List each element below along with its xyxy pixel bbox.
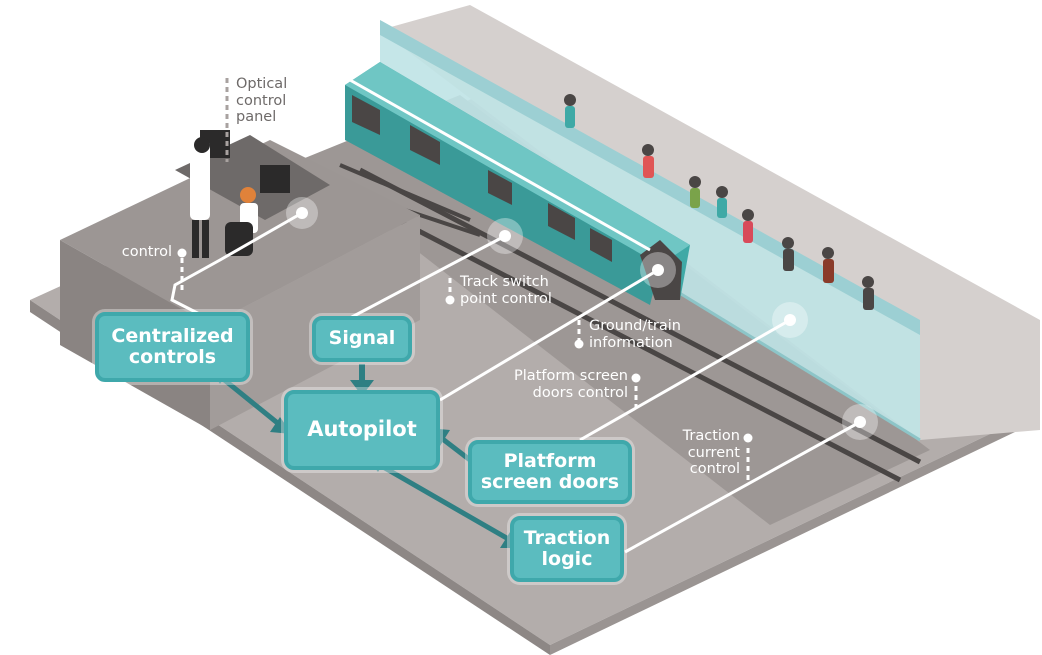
- platform-doors-control-label: Platform screen doors control: [496, 368, 628, 401]
- traction-current-line3: control: [689, 461, 740, 478]
- line-ground-train: [439, 268, 659, 402]
- platform-screen-doors-line2: screen doors: [480, 471, 620, 493]
- passengers: [564, 94, 874, 310]
- callout-dots: [177, 248, 753, 443]
- traction-logic-box: Traction logic: [510, 516, 624, 582]
- control-label: control: [100, 244, 172, 261]
- platform-screen-doors-box: Platform screen doors: [468, 440, 632, 504]
- traction-current-line1: Traction: [682, 428, 740, 444]
- arrow-signal-autopilot: [350, 364, 374, 396]
- platform-screen-doors-line1: Platform: [503, 449, 597, 472]
- line-traction: [624, 420, 861, 554]
- centralized-controls-line1: Centralized: [111, 324, 234, 347]
- metro-train: [345, 62, 690, 305]
- optical-label-line1: Optical: [236, 76, 288, 92]
- traction-logic-line1: Traction: [523, 526, 611, 549]
- line-platform-doors: [579, 318, 791, 442]
- track-switch-line1: Track switch: [460, 274, 549, 290]
- optical-label-line3: panel: [236, 109, 277, 126]
- optical-control-panel-label: Optical control panel: [236, 76, 287, 126]
- traction-current-label: Traction current control: [660, 428, 740, 478]
- track-bed: [300, 95, 930, 525]
- platform-doors-control-line1: Platform screen: [514, 368, 628, 384]
- traction-current-line2: current: [687, 444, 740, 461]
- signal-label: Signal: [328, 327, 396, 350]
- platform-doors-control-line2: doors control: [532, 384, 628, 401]
- centralized-controls-box: Centralized controls: [95, 312, 250, 382]
- autopilot-box: Autopilot: [284, 390, 440, 470]
- ground-train-line1: Ground/train: [589, 318, 681, 334]
- track-switch-label: Track switch point control: [460, 274, 552, 307]
- line-optical-panel: [170, 211, 303, 324]
- signal-box: Signal: [312, 316, 412, 362]
- control-label-text: control: [121, 244, 172, 260]
- traction-logic-line2: logic: [541, 548, 593, 570]
- connector-lines: [170, 211, 861, 554]
- ground-train-line2: information: [589, 334, 673, 351]
- autopilot-label: Autopilot: [307, 417, 417, 442]
- line-track-switch: [349, 234, 506, 320]
- ground-train-label: Ground/train information: [589, 318, 681, 351]
- optical-label-line2: control: [236, 92, 287, 109]
- track-switch-line2: point control: [460, 290, 552, 307]
- centralized-controls-line2: controls: [128, 346, 217, 368]
- sensor-points: [286, 197, 878, 440]
